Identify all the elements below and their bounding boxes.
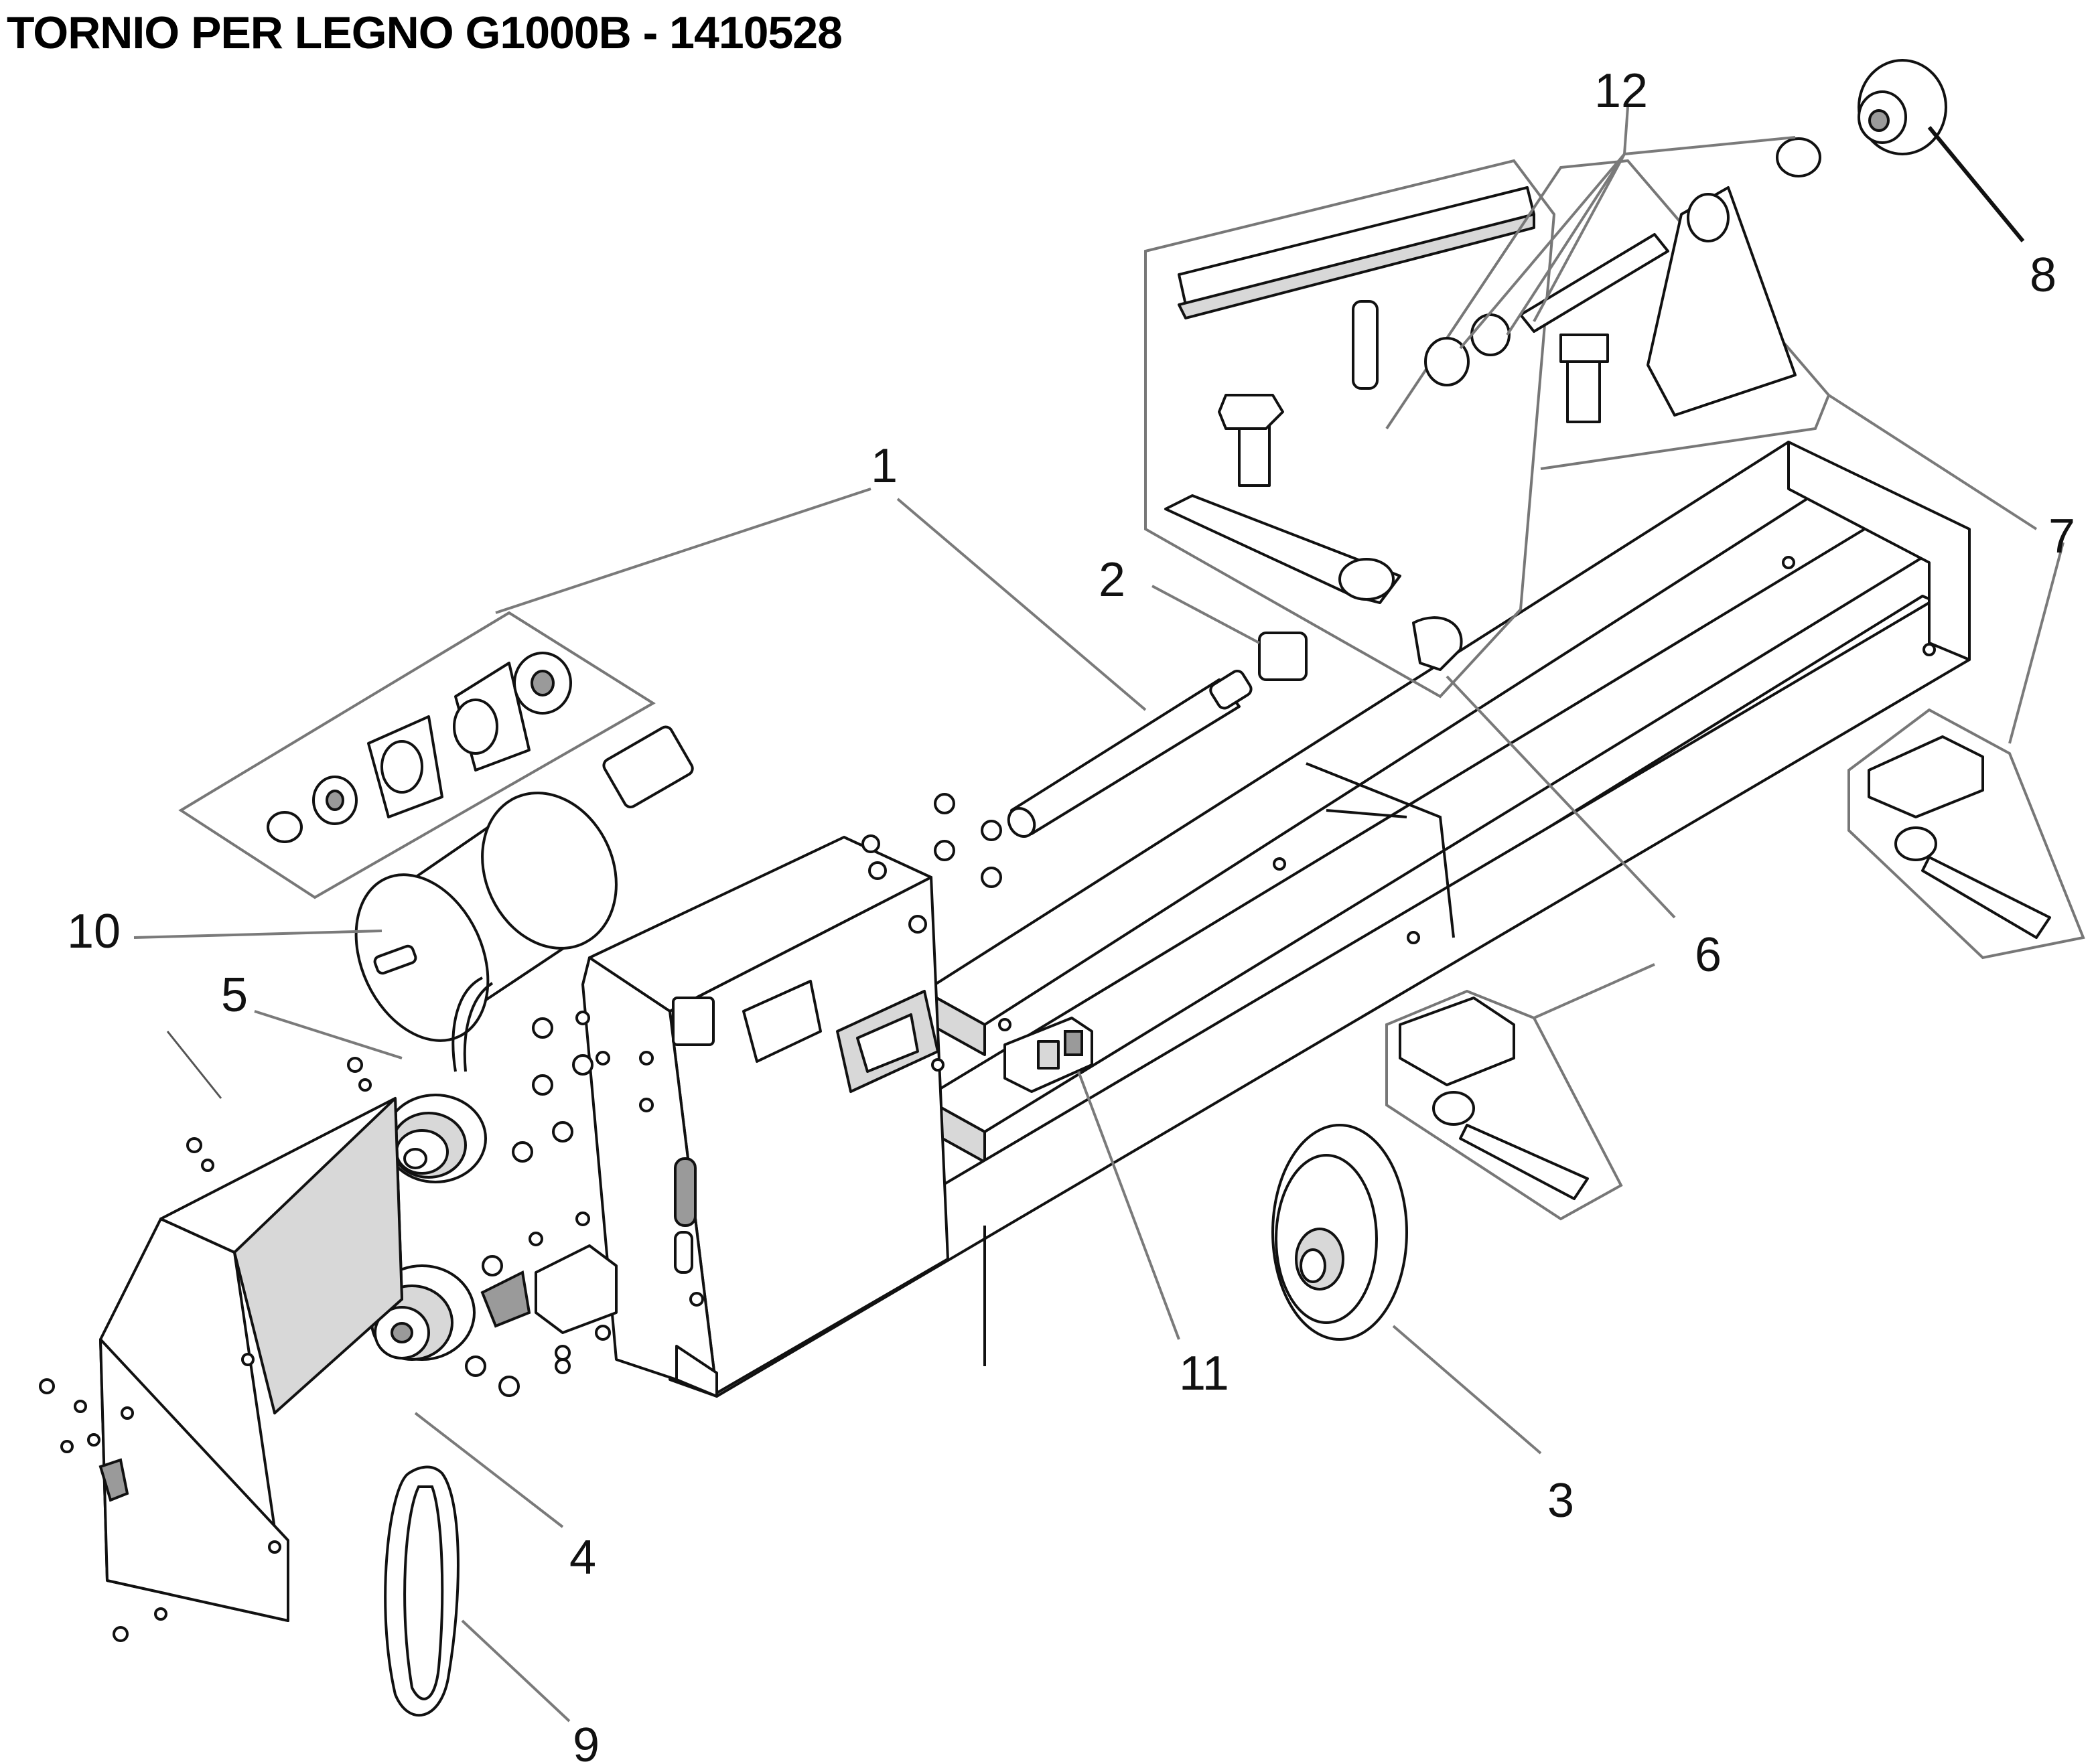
- callout-8: 8: [2030, 248, 2056, 302]
- clamp-kit-6: [1385, 989, 1623, 1221]
- callout-3: 3: [1547, 1474, 1574, 1528]
- callout-labels: 1 2 3 4 5 6 7 8 9 10 11 12: [67, 64, 2075, 1764]
- callout-7: 7: [2048, 510, 2075, 563]
- tailstock-parts: [1385, 137, 1831, 470]
- callout-6: 6: [1695, 928, 1722, 982]
- callout-11: 11: [1179, 1347, 1229, 1400]
- on-off-switch: [1003, 1017, 1093, 1093]
- motor-pulley: [384, 1094, 487, 1183]
- live-center: [1858, 59, 1947, 155]
- clamp-kit-7: [1847, 708, 2085, 960]
- callout-12: 12: [1594, 64, 1648, 118]
- belt-cover: [98, 1031, 403, 1622]
- bearing-kit: [178, 611, 694, 899]
- callout-4: 4: [569, 1531, 596, 1585]
- headstock-housing: [480, 836, 949, 1398]
- lathe-bed: [669, 441, 1971, 1398]
- callout-1: 1: [871, 439, 898, 493]
- callout-2: 2: [1099, 553, 1125, 607]
- leader-lines: [133, 106, 2065, 1722]
- screws-and-nuts: [39, 793, 1011, 1642]
- handwheel: [1271, 1124, 1408, 1341]
- drive-belt: [384, 1465, 460, 1717]
- callout-10: 10: [67, 905, 121, 958]
- diagram-title: TORNIO PER LEGNO G1000B - 1410528: [7, 7, 843, 58]
- motor: [354, 792, 618, 1072]
- callout-5: 5: [221, 968, 248, 1022]
- callout-9: 9: [573, 1718, 600, 1764]
- spindle-shaft: [1007, 669, 1253, 838]
- tool-rest-assembly: [1144, 159, 1556, 699]
